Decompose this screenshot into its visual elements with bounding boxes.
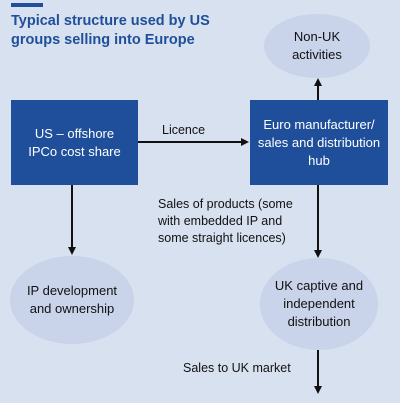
non-uk-activities-label: Non-UK activities <box>292 29 342 62</box>
us-offshore-ipco-label: US – offshore IPCo cost share <box>28 125 121 159</box>
euro-hub-box: Euro manufacturer/ sales and distributio… <box>250 100 388 185</box>
sales-to-uk-label: Sales to UK market <box>183 361 291 375</box>
ip-development-ellipse: IP development and ownership <box>10 256 134 344</box>
title-accent-bar <box>11 3 43 7</box>
sales-of-products-label: Sales of products (some with embedded IP… <box>158 197 293 245</box>
uk-captive-label: UK captive and independent distribution <box>274 278 364 329</box>
us-offshore-ipco-box: US – offshore IPCo cost share <box>11 100 138 185</box>
diagram-title: Typical structure used by US groups sell… <box>11 13 210 48</box>
euro-hub-label: Euro manufacturer/ sales and distributio… <box>257 116 381 168</box>
ip-development-label: IP development and ownership <box>26 283 118 316</box>
licence-label: Licence <box>162 123 206 137</box>
uk-captive-ellipse: UK captive and independent distribution <box>260 258 378 350</box>
non-uk-activities-ellipse: Non-UK activities <box>264 14 370 78</box>
